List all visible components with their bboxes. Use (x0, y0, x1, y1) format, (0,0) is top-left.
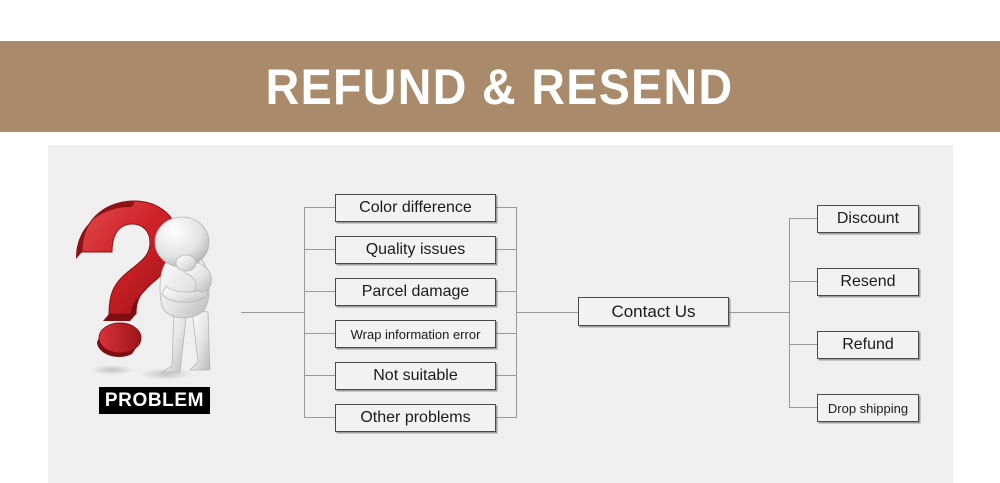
problem-box-wrap-information-error[interactable]: Wrap information error (335, 320, 496, 348)
connector-merge-problem-2 (496, 291, 517, 293)
solution-box-resend[interactable]: Resend (817, 268, 919, 296)
connector-stub-solution-1 (789, 281, 818, 283)
connector-stub-problem-0 (304, 207, 335, 209)
connector-stub-solution-3 (789, 407, 818, 409)
connector-problem-to-trunk (241, 312, 305, 314)
solution-box-discount[interactable]: Discount (817, 205, 919, 233)
connector-right-trunk (789, 218, 791, 408)
connector-merge-problem-3 (496, 333, 517, 335)
page-title: REFUND & RESEND (266, 58, 734, 115)
problem-label: PROBLEM (99, 387, 210, 414)
solution-box-refund[interactable]: Refund (817, 331, 919, 359)
connector-merge-problem-5 (496, 417, 517, 419)
question-mark-icon (76, 200, 212, 380)
problem-box-other-problems[interactable]: Other problems (335, 404, 496, 432)
problem-box-quality-issues[interactable]: Quality issues (335, 236, 496, 264)
contact-us-box[interactable]: Contact Us (578, 297, 729, 326)
connector-stub-problem-5 (304, 417, 335, 419)
connector-merge-problem-0 (496, 207, 517, 209)
connector-stub-problem-1 (304, 249, 335, 251)
connector-left-trunk (304, 207, 306, 418)
connector-stub-problem-3 (304, 333, 335, 335)
page-banner: REFUND & RESEND (0, 41, 1000, 132)
connector-merge-to-contact (516, 312, 579, 314)
solution-box-drop-shipping[interactable]: Drop shipping (817, 394, 919, 422)
connector-stub-problem-4 (304, 375, 335, 377)
connector-stub-solution-2 (789, 344, 818, 346)
connector-merge-problem-4 (496, 375, 517, 377)
problem-graphic-group: PROBLEM (62, 198, 222, 418)
problem-box-color-difference[interactable]: Color difference (335, 194, 496, 222)
problem-box-not-suitable[interactable]: Not suitable (335, 362, 496, 390)
connector-stub-problem-2 (304, 291, 335, 293)
connector-merge-problem-1 (496, 249, 517, 251)
problem-box-parcel-damage[interactable]: Parcel damage (335, 278, 496, 306)
connector-contact-to-trunk (728, 312, 790, 314)
connector-stub-solution-0 (789, 218, 818, 220)
